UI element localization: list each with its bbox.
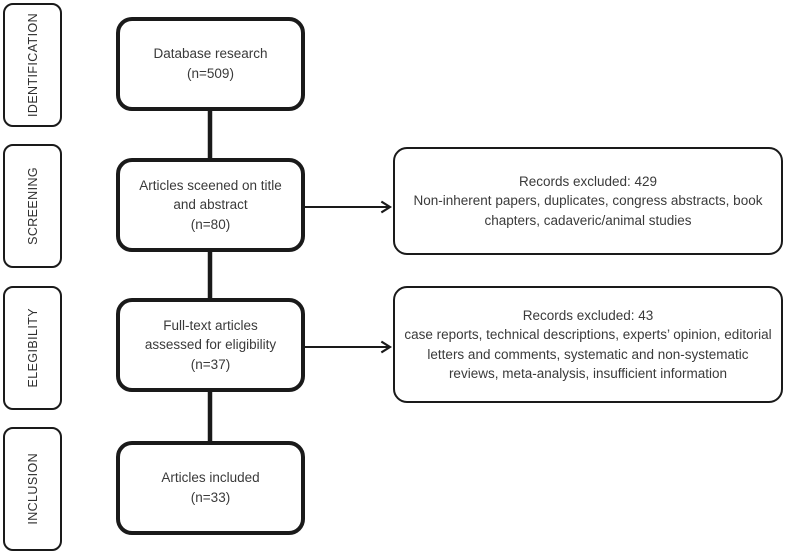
exclusion-box-eligibility: Records excluded: 43 case reports, techn… [393, 286, 783, 403]
stage-label-screening: SCREENING [25, 167, 40, 245]
flow-box-articles-included: Articles included (n=33) [116, 441, 305, 535]
flow-box-text-line: Articles included [161, 470, 260, 486]
flow-box-database-research: Database research (n=509) [116, 17, 305, 111]
exclusion-title: Records excluded: 429 [518, 173, 658, 189]
exclusion-box-screening: Records excluded: 429 Non-inherent paper… [393, 147, 783, 255]
flow-box-text-line: and abstract [173, 197, 248, 213]
exclusion-title: Records excluded: 43 [522, 307, 654, 323]
flow-box-screened-title-abstract: Articles sceened on title and abstract (… [116, 158, 305, 252]
stage-box-screening: SCREENING [3, 144, 62, 268]
flow-box-fulltext-assessed: Full-text articles assessed for eligibil… [116, 298, 305, 392]
exclusion-body: case reports, technical descriptions, ex… [404, 327, 772, 381]
stage-label-inclusion: INCLUSION [25, 453, 40, 525]
flow-box-count: (n=37) [190, 356, 231, 372]
flow-box-text-line: Articles sceened on title [139, 177, 282, 193]
flow-box-text-line: Full-text articles [163, 317, 258, 333]
stage-box-eligibility: ELEGIBILITY [3, 286, 62, 410]
flow-box-text-line: assessed for eligibility [144, 337, 277, 353]
stage-box-identification: IDENTIFICATION [3, 3, 62, 127]
stage-label-identification: IDENTIFICATION [25, 13, 40, 117]
flow-box-count: (n=509) [187, 66, 234, 81]
stage-label-eligibility: ELEGIBILITY [25, 308, 40, 388]
flow-box-count: (n=33) [190, 490, 231, 505]
exclusion-body: Non-inherent papers, duplicates, congres… [413, 193, 763, 228]
stage-box-inclusion: INCLUSION [3, 427, 62, 551]
flow-box-text-line: Database research [153, 46, 268, 62]
flow-box-count: (n=80) [190, 216, 231, 232]
